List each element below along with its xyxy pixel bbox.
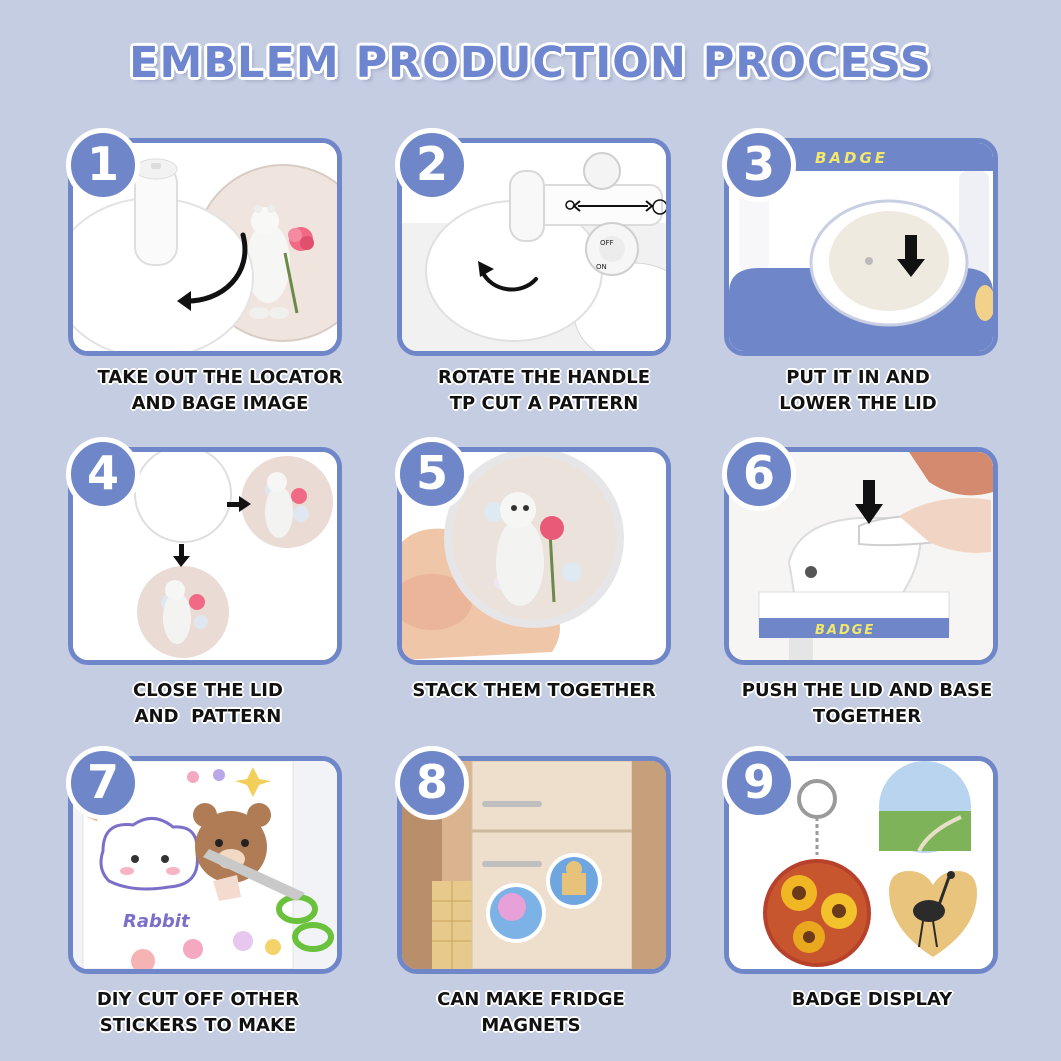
step-6-number: 6 [722, 437, 796, 511]
step-5-card [397, 447, 671, 665]
step-2-card: OFF ON [397, 138, 671, 356]
step-3-caption: PUT IT IN AND LOWER THE LID [779, 367, 937, 414]
switch-off-label: OFF [600, 239, 614, 247]
step-5-number: 5 [395, 437, 469, 511]
sticker-rabbit-text: Rabbit [123, 911, 191, 932]
device-brand-label: BADGE [815, 149, 888, 167]
step-1-caption: TAKE OUT THE LOCATOR AND BAGE IMAGE [97, 367, 343, 414]
step-4-number: 4 [66, 437, 140, 511]
step-2-number: 2 [395, 128, 469, 202]
step-7-caption: DIY CUT OFF OTHER STICKERS TO MAKE [96, 989, 300, 1036]
device-brand-label: BADGE [815, 623, 875, 638]
page-title: EMBLEM PRODUCTION PROCESS [129, 38, 932, 88]
badge-display-illustration [729, 761, 993, 969]
step-5-caption: STACK THEM TOGETHER [412, 680, 656, 701]
step-9-card [724, 756, 998, 974]
rotate-handle-illustration: OFF ON [402, 143, 666, 351]
polar-bear-image [246, 205, 314, 319]
step-1-number: 1 [66, 128, 140, 202]
step-8-number: 8 [395, 746, 469, 820]
step-9-caption: BADGE DISPLAY [791, 989, 953, 1010]
step-2-caption: ROTATE THE HANDLE TP CUT A PATTERN [437, 367, 651, 414]
step-7-card: Rabbit [68, 756, 342, 974]
step-8-caption: CAN MAKE FRIDGE MAGNETS [437, 989, 625, 1036]
step-9-number: 9 [722, 746, 796, 820]
step-7-number: 7 [66, 746, 140, 820]
step-4-caption: CLOSE THE LID AND PATTERN [133, 680, 283, 727]
stacked-badge-illustration [402, 452, 666, 660]
step-3-number: 3 [722, 128, 796, 202]
step-6-caption: PUSH THE LID AND BASE TOGETHER [741, 680, 993, 727]
switch-on-label: ON [596, 263, 607, 271]
